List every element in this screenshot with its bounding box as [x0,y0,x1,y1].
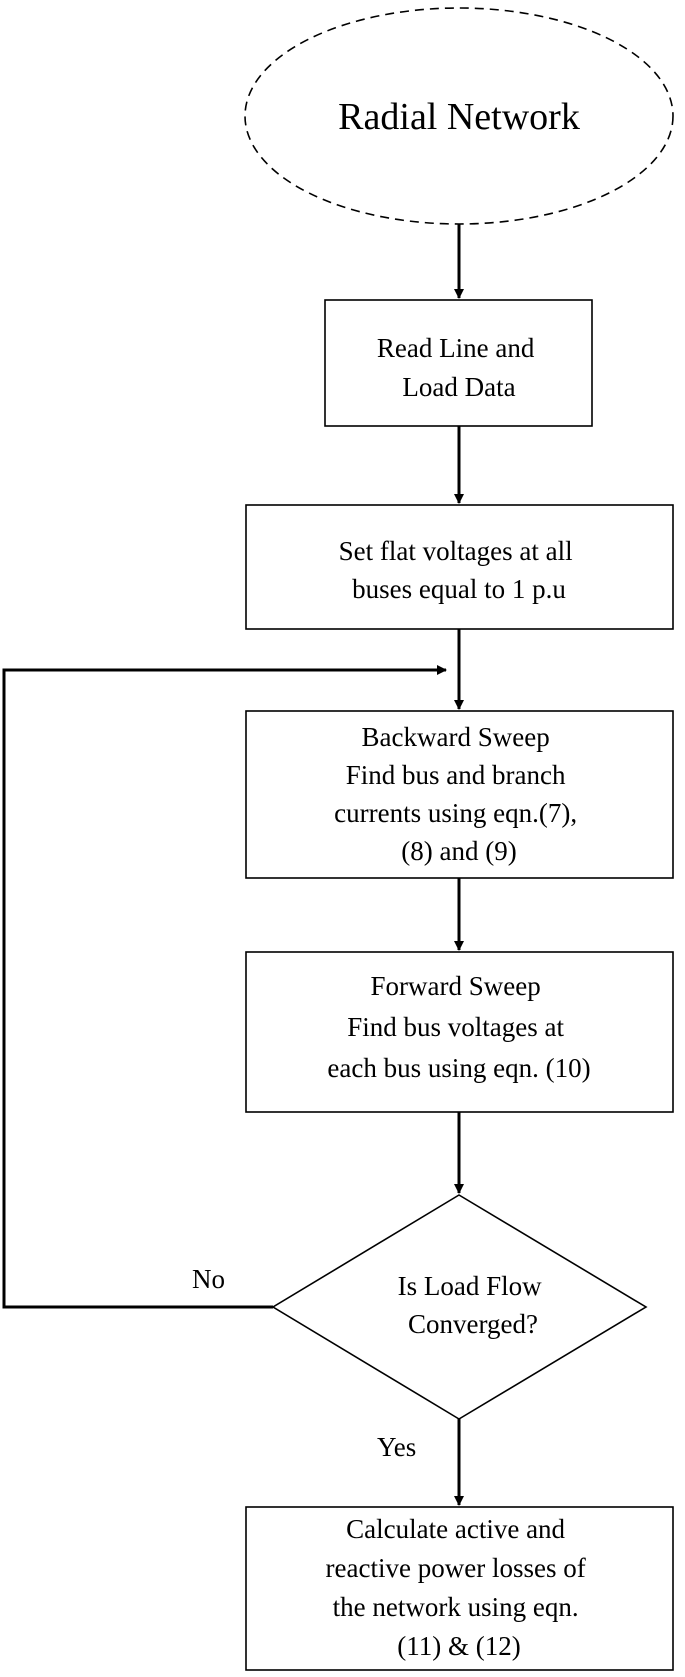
backward-line-4: (8) and (9) [401,836,516,866]
final-line-2: reactive power losses of [326,1553,586,1583]
final-line-4: (11) & (12) [397,1631,520,1661]
backward-sweep-box [245,710,674,879]
start-label: Radial Network [338,96,580,138]
backward-line-3: currents using eqn.(7), [334,798,577,828]
decision-diamond [271,1194,648,1420]
read-line-1: Read Line and [377,333,535,363]
flat-voltage-text: Set flat voltages at all buses equal to … [339,536,580,604]
decision-line-2: Converged? [408,1309,538,1339]
forward-line-3: each bus using eqn. (10) [327,1053,590,1083]
backward-sweep-text: Backward Sweep Find bus and branch curre… [334,722,584,866]
yes-label: Yes [377,1432,416,1462]
read-data-box [324,299,593,427]
final-text: Calculate active and reactive power loss… [326,1514,593,1661]
backward-line-1: Backward Sweep [362,722,550,752]
loop-no-path [2,665,447,1309]
read-line-2: Load Data [402,372,515,402]
forward-line-2: Find bus voltages at [347,1012,564,1042]
final-line-1: Calculate active and [346,1514,565,1544]
no-label: No [192,1264,225,1294]
decision-line-1: Is Load Flow [398,1271,542,1301]
read-data-text: Read Line and Load Data [377,333,541,402]
flat-line-1: Set flat voltages at all [339,536,573,566]
decision-text: Is Load Flow Converged? [398,1271,549,1339]
flat-voltage-box [245,504,674,630]
forward-line-1: Forward Sweep [371,971,541,1001]
final-line-3: the network using eqn. [333,1592,579,1622]
final-box [245,1506,674,1671]
forward-sweep-text: Forward Sweep Find bus voltages at each … [327,971,590,1083]
flat-line-2: buses equal to 1 p.u [352,574,566,604]
backward-line-2: Find bus and branch [346,760,566,790]
